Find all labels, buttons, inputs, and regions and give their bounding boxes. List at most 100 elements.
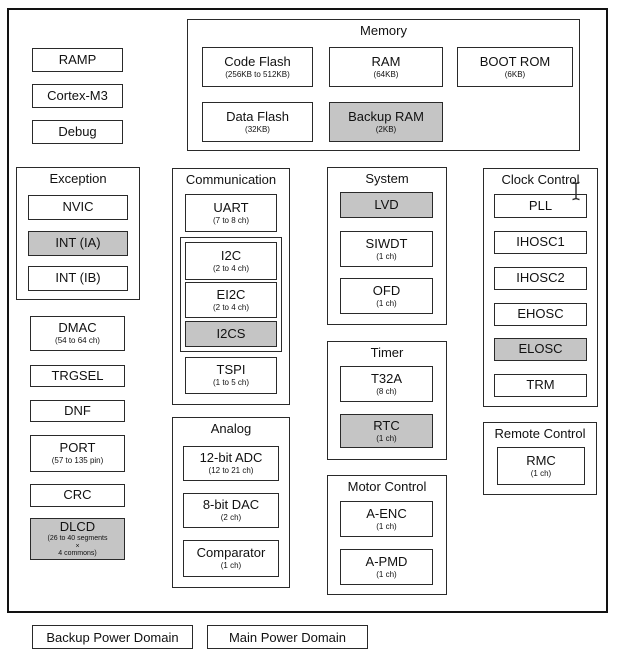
block-label: Backup RAM [348,108,424,124]
block-sublabel: × [75,542,80,550]
section-title: Analog [210,421,252,436]
block-label: A-ENC [366,505,407,521]
block-ehosc: EHOSC [494,303,587,326]
block-label: RAMP [58,51,97,67]
block-a-enc: A-ENC (1 ch) [340,501,433,537]
legend-label: Main Power Domain [228,629,347,645]
block-label: CRC [63,487,92,503]
block-ei2c: EI2C (2 to 4 ch) [185,282,277,318]
block-sublabel: (256KB to 512KB) [225,69,290,79]
section-title: Remote Control [494,426,586,441]
block-label: IHOSC2 [516,270,565,286]
block-sublabel: (1 ch) [220,561,242,571]
block-ram: RAM (64KB) [329,47,443,87]
block-sublabel: (2 to 4 ch) [212,263,249,273]
block-label: PORT [59,440,96,456]
block-label: Debug [58,123,97,139]
block-sublabel: (7 to 8 ch) [212,215,249,225]
block-label: SIWDT [365,235,408,251]
block-label: EI2C [216,286,246,302]
block-debug: Debug [32,120,123,144]
block-sublabel: (12 to 21 ch) [208,466,254,476]
block-ramp: RAMP [32,48,123,72]
block-a-pmd: A-PMD (1 ch) [340,549,433,585]
block-label: NVIC [62,199,94,215]
block-sublabel: (6KB) [504,69,526,79]
block-label: TRGSEL [51,367,104,383]
block-label: BOOT ROM [479,53,551,69]
block-sublabel: (26 to 40 segments [47,534,108,542]
block-code-flash: Code Flash (256KB to 512KB) [202,47,313,87]
block-label: TRM [526,377,555,393]
block-label: DLCD [59,519,96,534]
block-backup-ram: Backup RAM (2KB) [329,102,443,142]
block-sublabel: (1 ch) [376,521,397,531]
block-label: RMC [526,452,556,468]
block-label: DMAC [58,320,97,336]
block-label: IHOSC1 [516,234,565,250]
block-8bit-dac: 8-bit DAC (2 ch) [183,493,279,528]
section-title: Clock Control [501,172,580,187]
section-title: Exception [49,171,107,186]
block-lvd: LVD [340,192,433,218]
block-crc: CRC [30,484,125,507]
block-nvic: NVIC [28,195,128,220]
block-label: EHOSC [517,306,564,322]
block-port: PORT (57 to 135 pin) [30,435,125,472]
section-title: Memory [360,23,407,38]
legend-main-power-domain: Main Power Domain [207,625,368,649]
block-int-ib: INT (IB) [28,266,128,291]
block-sublabel: (2KB) [375,124,397,134]
block-dmac: DMAC (54 to 64 ch) [30,316,125,351]
block-dlcd: DLCD (26 to 40 segments × 4 commons) [30,518,125,560]
block-label: Code Flash [224,53,291,69]
block-sublabel: (2 ch) [220,513,242,523]
block-ihosc2: IHOSC2 [494,267,587,290]
block-rtc: RTC (1 ch) [340,414,433,448]
block-label: ELOSC [518,341,563,357]
block-label: Cortex-M3 [47,87,108,103]
block-label: 12-bit ADC [199,450,263,466]
block-label: T32A [370,370,403,386]
block-sublabel: (1 to 5 ch) [212,378,249,388]
legend-label: Backup Power Domain [46,629,179,645]
block-ihosc1: IHOSC1 [494,231,587,254]
block-data-flash: Data Flash (32KB) [202,102,313,142]
block-label: Data Flash [226,108,289,124]
block-label: RTC [373,417,400,433]
block-label: UART [213,199,249,215]
block-sublabel: (57 to 135 pin) [51,456,104,466]
block-label: A-PMD [365,553,408,569]
block-label: OFD [372,282,401,298]
block-trgsel: TRGSEL [30,365,125,387]
legend-backup-power-domain: Backup Power Domain [32,625,193,649]
block-label: 8-bit DAC [202,497,260,513]
block-sublabel: (1 ch) [376,433,397,443]
block-uart: UART (7 to 8 ch) [185,194,277,232]
block-t32a: T32A (8 ch) [340,366,433,402]
block-label: PLL [528,197,553,213]
block-dnf: DNF [30,400,125,422]
block-int-ia: INT (IA) [28,231,128,256]
block-rmc: RMC (1 ch) [497,447,585,485]
block-label: I2C [220,247,242,263]
section-title: Communication [185,172,277,187]
block-sublabel: (1 ch) [530,468,552,478]
block-cortex-m3: Cortex-M3 [32,84,123,108]
section-title: Motor Control [347,479,427,494]
block-sublabel: (32KB) [245,124,270,134]
block-12bit-adc: 12-bit ADC (12 to 21 ch) [183,446,279,481]
block-label: RAM [371,53,401,69]
block-label: TSPI [216,362,246,378]
block-sublabel: (2 to 4 ch) [212,302,249,312]
block-i2cs: I2CS [185,321,277,347]
block-label: INT (IB) [55,270,101,286]
block-label: DNF [64,402,91,418]
block-sublabel: (64KB) [373,69,399,79]
block-comparator: Comparator (1 ch) [183,540,279,577]
block-label: LVD [374,196,399,212]
block-sublabel: (54 to 64 ch) [55,336,100,346]
block-label: INT (IA) [55,235,101,251]
block-sublabel: (1 ch) [376,251,397,261]
